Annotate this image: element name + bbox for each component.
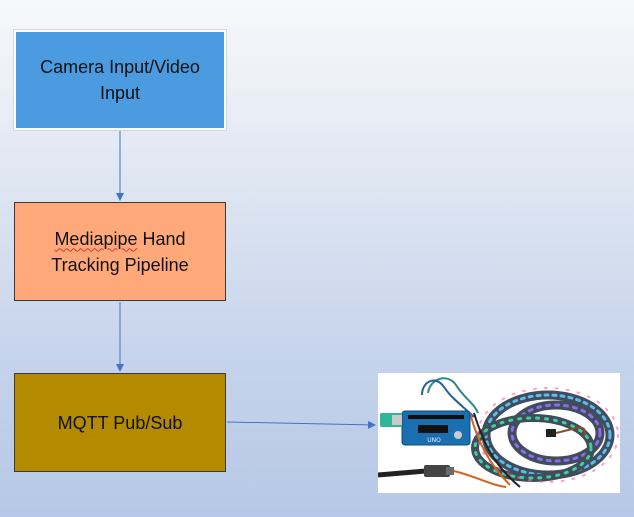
node-mediapipe-pipeline: Mediapipe Hand Tracking Pipeline xyxy=(14,202,226,301)
node-mediapipe-word: Mediapipe xyxy=(54,228,138,249)
arduino-led-strip-photo: UNO xyxy=(378,373,620,493)
node-mqtt-pubsub: MQTT Pub/Sub xyxy=(14,373,226,472)
node-mqtt-label: MQTT Pub/Sub xyxy=(57,412,183,433)
svg-text:UNO: UNO xyxy=(427,437,441,444)
node-camera-line2: Input xyxy=(99,83,141,103)
edge-mqtt-to-hardware xyxy=(226,420,376,429)
node-mediapipe-rest: Hand xyxy=(137,228,186,249)
node-camera-input: Camera Input/Video Input xyxy=(14,30,226,130)
arduino-led-strip-icon: UNO xyxy=(378,377,619,488)
node-mediapipe-line2: Tracking Pipeline xyxy=(51,254,189,275)
node-camera-line1: Camera Input/Video xyxy=(40,57,200,77)
